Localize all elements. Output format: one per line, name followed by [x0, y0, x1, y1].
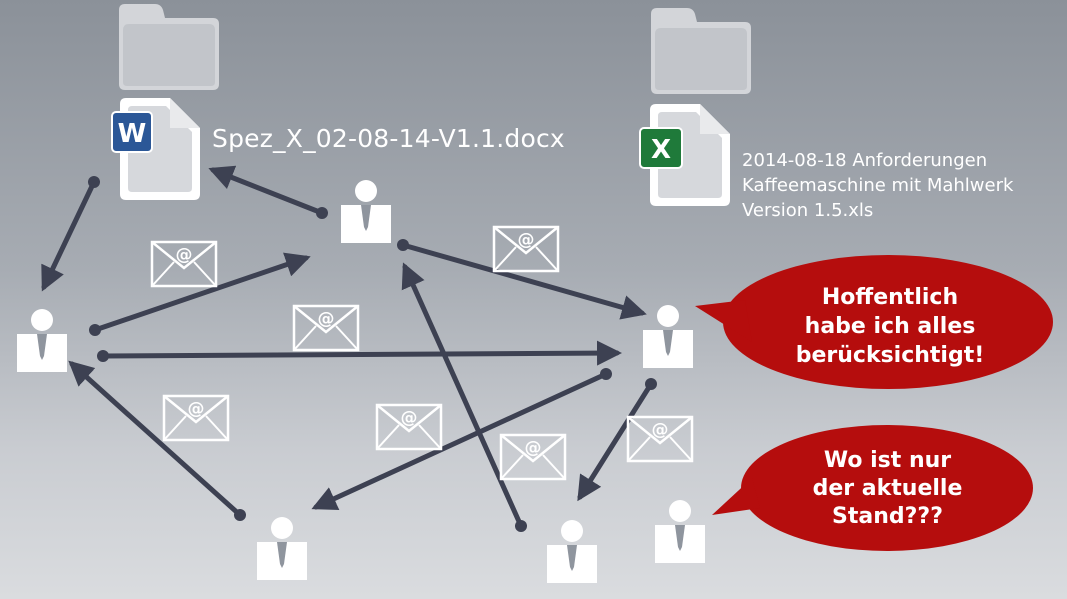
- speech-bubble-text: Hoffentlich habe ich alles berücksichtig…: [795, 285, 985, 368]
- word-document-filename: Spez_X_02-08-14-V1.1.docx: [212, 124, 565, 153]
- svg-text:W: W: [118, 119, 147, 149]
- arrow: [100, 340, 622, 366]
- arrow: [208, 165, 325, 216]
- email-icon: [162, 394, 230, 442]
- folder-icon: [119, 4, 219, 90]
- email-icon: [626, 415, 694, 463]
- arrow: [400, 242, 647, 320]
- word-icon: W: [111, 111, 153, 153]
- person-icon: [655, 500, 705, 563]
- speech-bubble: [712, 425, 1033, 551]
- arrow: [577, 381, 654, 502]
- arrow-group: [41, 165, 654, 529]
- excel-document-filename: 2014-08-18 Anforderungen Kaffeemaschine …: [742, 150, 1014, 221]
- person-icon: [17, 309, 67, 372]
- email-icon: [492, 225, 560, 273]
- arrow: [401, 262, 524, 529]
- person-icon: [643, 305, 693, 368]
- person-icon: [257, 517, 307, 580]
- email-icon: [375, 403, 443, 451]
- arrow: [92, 252, 311, 333]
- svg-text:X: X: [651, 135, 671, 165]
- speech-bubble: [695, 255, 1053, 389]
- arrow-tail-dots: [88, 176, 657, 532]
- arrow: [311, 371, 609, 511]
- excel-icon: X: [639, 127, 683, 169]
- speech-bubble-text: Wo ist nur der aktuelle Stand???: [812, 448, 963, 529]
- person-icon: [547, 520, 597, 583]
- arrow: [68, 360, 243, 518]
- email-icon: [292, 304, 360, 352]
- arrow: [41, 179, 97, 292]
- email-icon: [150, 240, 218, 288]
- folder-icon: [651, 8, 751, 94]
- person-icon: [341, 180, 391, 243]
- email-icon: [499, 433, 567, 481]
